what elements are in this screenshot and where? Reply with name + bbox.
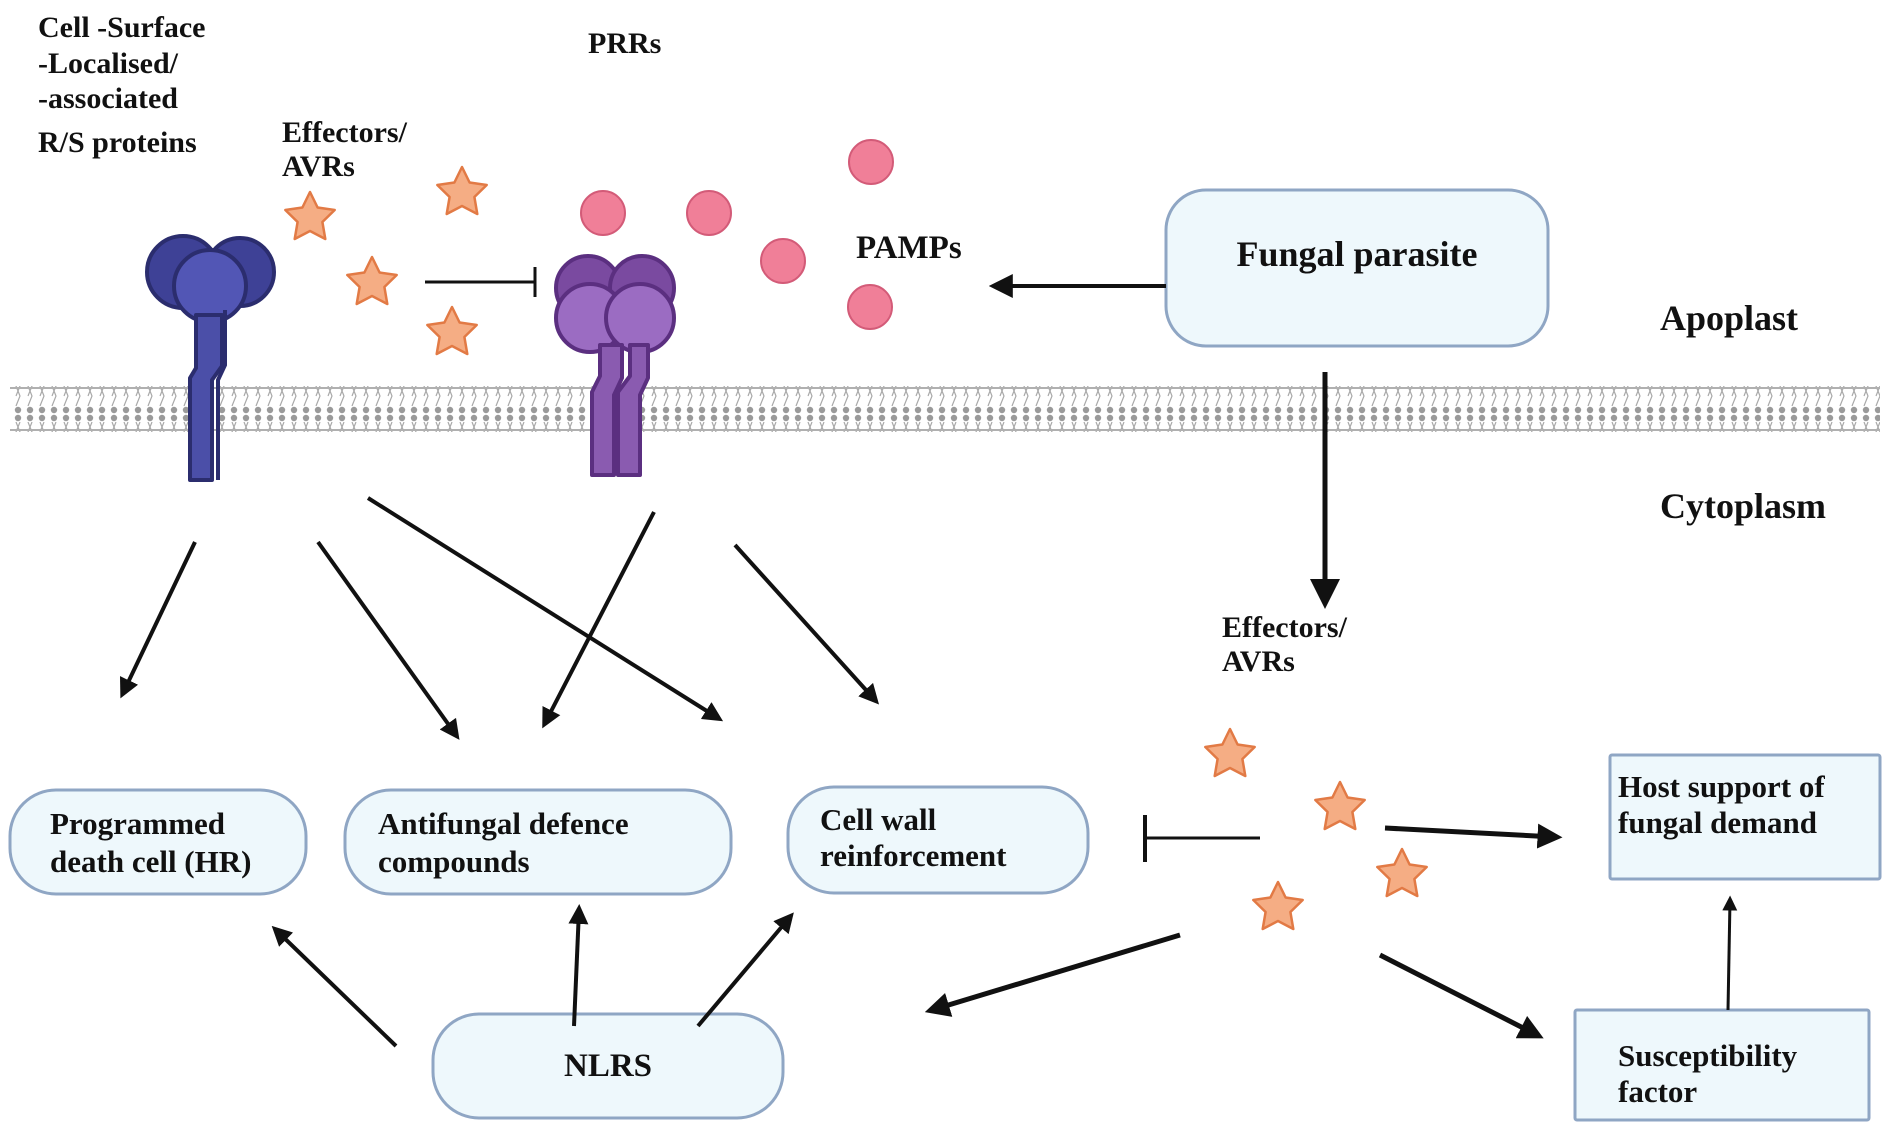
arrow-nlrs-to-antifungal — [568, 904, 589, 1027]
antifungal-node: Antifungal defence compounds — [343, 788, 733, 896]
effector-star-icon — [346, 255, 398, 306]
cell-surface-receptor-icon — [145, 234, 276, 482]
fungal-parasite-node: Fungal parasite — [1164, 188, 1550, 348]
pamp-dot-icon — [848, 139, 894, 185]
programmed-death-node: Programmed death cell (HR) — [8, 788, 308, 896]
nlrs-node: NLRS — [431, 1012, 785, 1120]
pamp-dot-icon — [686, 190, 732, 236]
host-support-text: Host support of fungal demand — [1618, 769, 1832, 840]
host-support-node: Host support of fungal demand — [1608, 753, 1882, 881]
effector-star-icon — [1376, 847, 1428, 898]
cytoplasm-label: Cytoplasm — [1660, 486, 1826, 526]
arrow-prr-to-cellwall — [733, 543, 880, 705]
effector-arrows — [924, 823, 1738, 1039]
arrow-effectors-to-susceptibility — [1378, 952, 1544, 1039]
effector-star-icon — [1252, 880, 1304, 931]
susceptibility-text: Susceptibility factor — [1618, 1038, 1805, 1109]
effector-star-icon — [436, 165, 488, 216]
programmed-death-text: Programmed death cell (HR) — [50, 806, 251, 879]
effector-star-icon — [1204, 727, 1256, 778]
effector-star-icon — [426, 305, 478, 356]
effector-star-icon — [284, 190, 336, 241]
effector-stars-apoplast — [284, 165, 488, 356]
prrs-label: PRRs — [588, 27, 661, 60]
arrow-effectors-to-host-support — [1384, 823, 1563, 849]
pamp-dot-icon — [760, 238, 806, 284]
cell-wall-text: Cell wall reinforcement — [820, 802, 1007, 873]
arrow-prr-to-antifungal — [542, 511, 656, 729]
apoplast-label: Apoplast — [1660, 298, 1798, 338]
effectors-top-label: Effectors/ AVRs — [282, 116, 414, 183]
inhibition-effectors-to-cellwall — [1143, 815, 1260, 862]
prr-receptor-icon — [554, 254, 676, 477]
signaling-arrows — [119, 496, 880, 740]
susceptibility-node: Susceptibility factor — [1573, 1008, 1871, 1122]
pamp-dot-icon — [580, 190, 626, 236]
arrow-receptor-to-hr — [119, 541, 197, 699]
fungal-parasite-text: Fungal parasite — [1236, 234, 1477, 274]
pamps-label: PAMPs — [856, 230, 962, 266]
arrow-effectors-to-nlrs — [924, 932, 1181, 1017]
cell-wall-node: Cell wall reinforcement — [786, 785, 1090, 895]
nlrs-arrows — [271, 904, 794, 1048]
cell-surface-label: Cell -Surface -Localised/ -associated R/… — [38, 11, 213, 159]
effectors-mid-label: Effectors/ AVRs — [1222, 611, 1354, 678]
plasma-membrane — [10, 386, 1880, 432]
antifungal-text: Antifungal defence compounds — [378, 806, 636, 879]
pamp-particles — [580, 139, 894, 330]
effector-star-icon — [1314, 780, 1366, 831]
arrow-nlrs-to-hr — [271, 925, 398, 1048]
arrow-receptor-to-antifungal — [316, 540, 460, 740]
pamp-dot-icon — [847, 284, 893, 330]
arrow-nlrs-to-cellwall — [696, 912, 794, 1028]
inhibition-effectors-to-prr — [425, 267, 537, 297]
arrow-susceptibility-to-host-support — [1722, 895, 1738, 1011]
nlrs-text: NLRS — [564, 1048, 652, 1084]
arrow-receptor-to-cellwall — [366, 496, 724, 722]
